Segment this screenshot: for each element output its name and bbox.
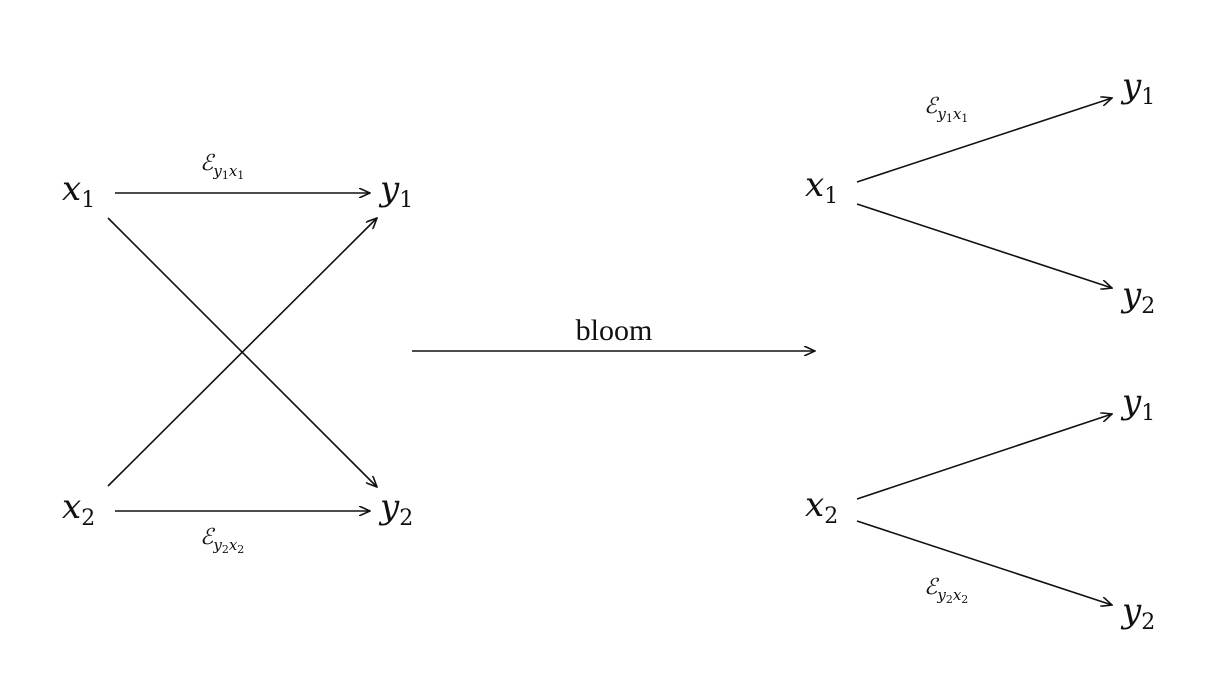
edge-x2-y1 bbox=[856, 414, 1112, 500]
edge-label-bottom: ℰy2x2 bbox=[200, 525, 244, 556]
node-y2: y2 bbox=[1120, 591, 1155, 635]
node-y1: y1 bbox=[378, 169, 413, 213]
left-graph: x1 x2 y1 y2 ℰy1x1 ℰy2x2 bbox=[62, 151, 413, 556]
node-x2: x2 bbox=[62, 487, 95, 531]
node-x2: x2 bbox=[805, 485, 838, 529]
bloom-label: bloom bbox=[576, 314, 653, 347]
bloom-transform: bloom bbox=[412, 314, 815, 351]
node-y2: y2 bbox=[378, 487, 413, 531]
edge-label-bottom: ℰy2x2 bbox=[924, 575, 968, 606]
edge-x1-y1 bbox=[856, 98, 1112, 183]
edge-x2-y1 bbox=[107, 218, 377, 487]
node-x1: x1 bbox=[62, 169, 95, 213]
edge-label-top: ℰy1x1 bbox=[924, 94, 968, 125]
node-y1: y1 bbox=[1120, 66, 1155, 110]
node-y1: y1 bbox=[1120, 382, 1155, 426]
right-graph: x1 y1 y2 ℰy1x1 x2 y1 y2 ℰy2x2 bbox=[805, 66, 1155, 635]
edge-x2-y2 bbox=[856, 520, 1112, 605]
node-y2: y2 bbox=[1120, 275, 1155, 319]
edge-label-top: ℰy1x1 bbox=[200, 151, 244, 182]
edge-x1-y2 bbox=[856, 203, 1112, 288]
right-bottom-component: x2 y1 y2 ℰy2x2 bbox=[805, 382, 1155, 635]
right-top-component: x1 y1 y2 ℰy1x1 bbox=[805, 66, 1155, 319]
node-x1: x1 bbox=[805, 165, 838, 209]
